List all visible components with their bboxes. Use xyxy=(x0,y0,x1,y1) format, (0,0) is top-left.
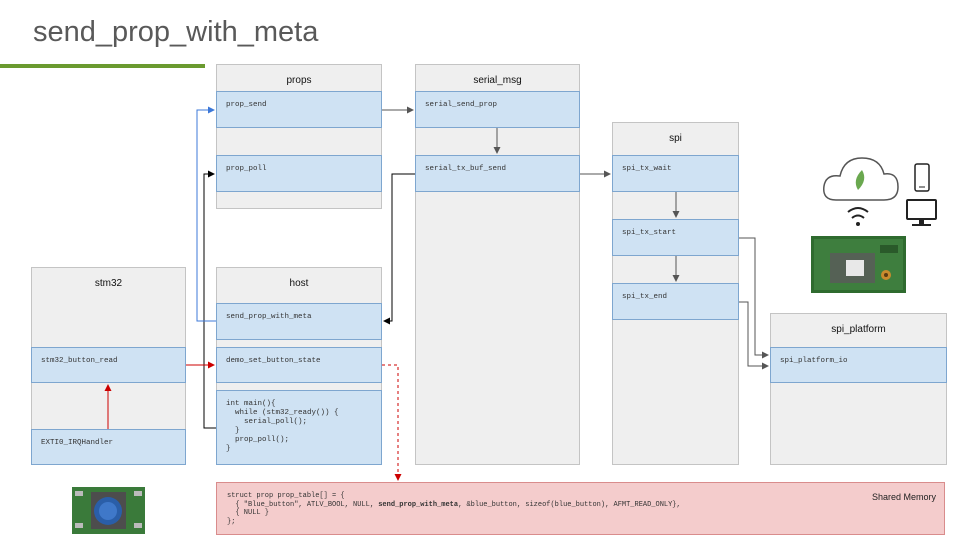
prop-table-line-3: { NULL } xyxy=(227,509,270,517)
stm32-button-read-box[interactable]: stm32_button_read xyxy=(31,347,186,383)
spi-platform-io-box[interactable]: spi_platform_io xyxy=(770,347,947,383)
smartphone-icon xyxy=(914,163,930,192)
serial-tx-buf-send-box[interactable]: serial_tx_buf_send xyxy=(415,155,580,192)
host-panel-title: host xyxy=(289,278,309,289)
spi-tx-end-box[interactable]: spi_tx_end xyxy=(612,283,739,320)
arrow-demo-set-to-shared-memory xyxy=(382,364,402,481)
spi-tx-wait-box[interactable]: spi_tx_wait xyxy=(612,155,739,192)
page-title: send_prop_with_meta xyxy=(33,16,319,48)
serial-msg-panel-title: serial_msg xyxy=(473,75,522,86)
prop-table-line-2c: , &blue_button, sizeof(blue_button), AFM… xyxy=(458,500,681,509)
module-board-icon xyxy=(811,236,906,293)
spi-tx-start-box[interactable]: spi_tx_start xyxy=(612,219,739,256)
title-underline xyxy=(0,64,205,68)
spi-panel-title: spi xyxy=(669,133,682,144)
wifi-signal-icon xyxy=(847,207,869,226)
stm32-panel-title: stm32 xyxy=(94,278,123,289)
prop-send-box[interactable]: prop_send xyxy=(216,91,382,128)
arrow-spi-tx-end-to-platform-io xyxy=(739,301,769,370)
button-board-icon xyxy=(72,487,145,534)
spi-platform-panel-title: spi_platform xyxy=(831,324,886,335)
cloud-leaf-icon xyxy=(823,157,899,201)
monitor-icon xyxy=(906,199,937,226)
prop-table-highlight: send_prop_with_meta xyxy=(378,500,459,509)
prop-table-code: struct prop prop_table[] = { { "Blue_but… xyxy=(227,492,681,526)
arrow-host-main-to-prop-poll xyxy=(203,170,216,429)
host-main-code-box[interactable]: int main(){ while (stm32_ready()) { seri… xyxy=(216,390,382,465)
shared-memory-box: struct prop prop_table[] = { { "Blue_but… xyxy=(216,482,945,535)
props-panel-title: props xyxy=(286,75,312,86)
prop-table-line-4: }; xyxy=(227,517,236,526)
prop-poll-box[interactable]: prop_poll xyxy=(216,155,382,192)
shared-memory-label: Shared Memory xyxy=(871,492,936,502)
spi-platform-panel: spi_platform xyxy=(770,313,947,465)
demo-set-button-state-box[interactable]: demo_set_button_state xyxy=(216,347,382,383)
arrow-spi-tx-start-to-platform-io xyxy=(739,237,769,359)
exti0-irq-handler-box[interactable]: EXTI0_IRQHandler xyxy=(31,429,186,465)
send-prop-with-meta-box[interactable]: send_prop_with_meta xyxy=(216,303,382,340)
arrow-send-prop-with-meta-to-prop-send xyxy=(196,106,216,322)
arrow-tx-buf-to-send-prop-with-meta xyxy=(383,173,415,325)
serial-send-prop-box[interactable]: serial_send_prop xyxy=(415,91,580,128)
prop-table-line-1: struct prop prop_table[] = { xyxy=(227,492,345,500)
prop-table-line-2a: { "Blue_button", ATLV_BOOL, NULL, xyxy=(227,500,379,509)
